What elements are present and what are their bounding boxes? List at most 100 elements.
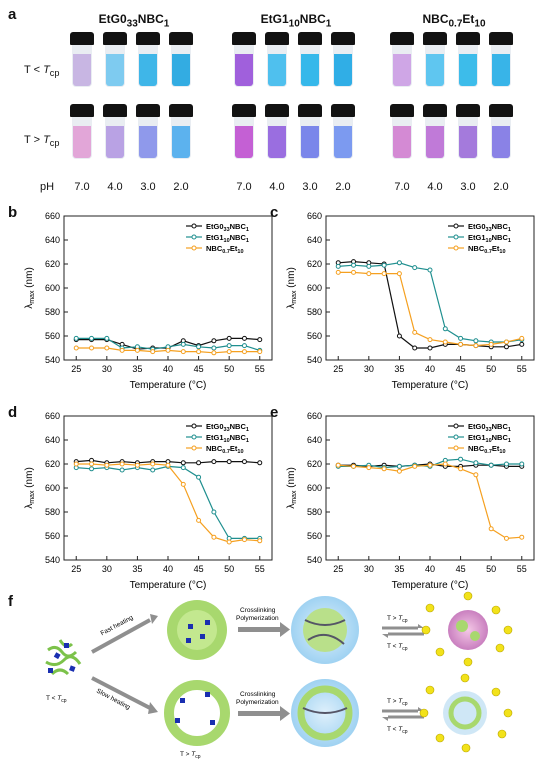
y-axis-label: λmax (nm) [24,467,36,509]
data-point [226,335,232,341]
crosslinked-vesicle [291,679,359,747]
yellow-bead [425,685,435,695]
x-tick-label: 30 [102,564,112,574]
vial-solution [268,126,286,158]
data-point [180,460,186,466]
data-point [351,269,357,275]
vial-solution [139,54,157,86]
data-point [104,345,110,351]
ph-value: 4.0 [269,181,285,193]
vial-solution [172,54,190,86]
data-point [241,343,247,349]
legend-label: EtG110NBC1 [468,433,511,444]
data-point [89,345,95,351]
vial [489,32,513,88]
crosslinked-micelle [291,596,359,664]
data-point [366,263,372,269]
vial-cap [298,104,322,117]
vial [390,104,414,160]
data-point [165,347,171,353]
y-tick-label: 600 [45,283,60,293]
y-tick-label: 580 [307,507,322,517]
data-point [196,517,202,523]
data-point [412,329,418,335]
vesicle-temp-label: T > Tcp [180,751,201,760]
ph-value: 2.0 [335,181,351,193]
y-tick-label: 560 [307,531,322,541]
vial-solution [459,126,477,158]
y-tick-label: 560 [45,331,60,341]
vial [103,32,127,88]
data-point [196,460,202,466]
vial [423,104,447,160]
panel-letter: c [270,204,279,221]
vial-solution [334,54,352,86]
y-tick-label: 580 [45,507,60,517]
y-axis-label: λmax (nm) [24,267,36,309]
y-tick-label: 580 [45,307,60,317]
legend-marker [191,423,197,429]
data-point [427,337,433,343]
collapsed-vesicle-particle [443,691,487,735]
vial [169,104,193,160]
x-tick-label: 50 [486,364,496,374]
svg-text:Polymerization: Polymerization [236,699,279,706]
legend-label: EtG110NBC1 [206,433,249,444]
x-tick-label: 30 [364,564,374,574]
x-tick-label: 30 [102,364,112,374]
data-point [196,344,202,350]
row-label-below-tcp: T < Tcp [24,64,60,79]
vial-cap [423,32,447,45]
vial-solution [393,126,411,158]
legend-marker [191,445,197,451]
x-tick-label: 40 [163,364,173,374]
data-point [211,534,217,540]
data-point [396,271,402,277]
vial-cap [423,104,447,117]
yellow-bead [421,625,431,635]
y-tick-label: 640 [307,435,322,445]
data-point [211,338,217,344]
svg-text:T < Tcp: T < Tcp [387,643,408,652]
yellow-bead [419,708,429,718]
x-tick-label: 25 [71,564,81,574]
equilibrium-arrows-top: T > Tcp T < Tcp [382,615,424,652]
yellow-bead [461,743,471,753]
y-tick-label: 640 [45,435,60,445]
data-point [519,341,525,347]
x-tick-label: 45 [194,364,204,374]
vial-solution [492,126,510,158]
data-point [257,460,263,466]
data-point [150,349,156,355]
data-point [226,459,232,465]
legend-marker [191,234,197,240]
yellow-bead [435,647,445,657]
vial [331,104,355,160]
x-tick-label: 35 [394,364,404,374]
x-tick-label: 55 [517,564,527,574]
vial-cap [390,32,414,45]
data-point [412,463,418,469]
x-tick-label: 45 [456,364,466,374]
data-point [119,347,125,353]
series-line [76,465,260,539]
legend-marker [453,434,459,440]
yellow-bead [491,687,501,697]
ph-value: 7.0 [394,181,410,193]
data-point [89,461,95,467]
data-point [503,535,509,541]
data-point [366,271,372,277]
vial-cap [169,104,193,117]
vial [70,32,94,88]
data-point [503,461,509,467]
data-point [458,341,464,347]
y-tick-label: 660 [307,211,322,221]
data-point [180,341,186,347]
data-point [427,462,433,468]
data-point [412,345,418,351]
vial-cap [489,104,513,117]
y-tick-label: 620 [45,259,60,269]
panel-letter: d [8,404,18,421]
data-point [381,262,387,268]
